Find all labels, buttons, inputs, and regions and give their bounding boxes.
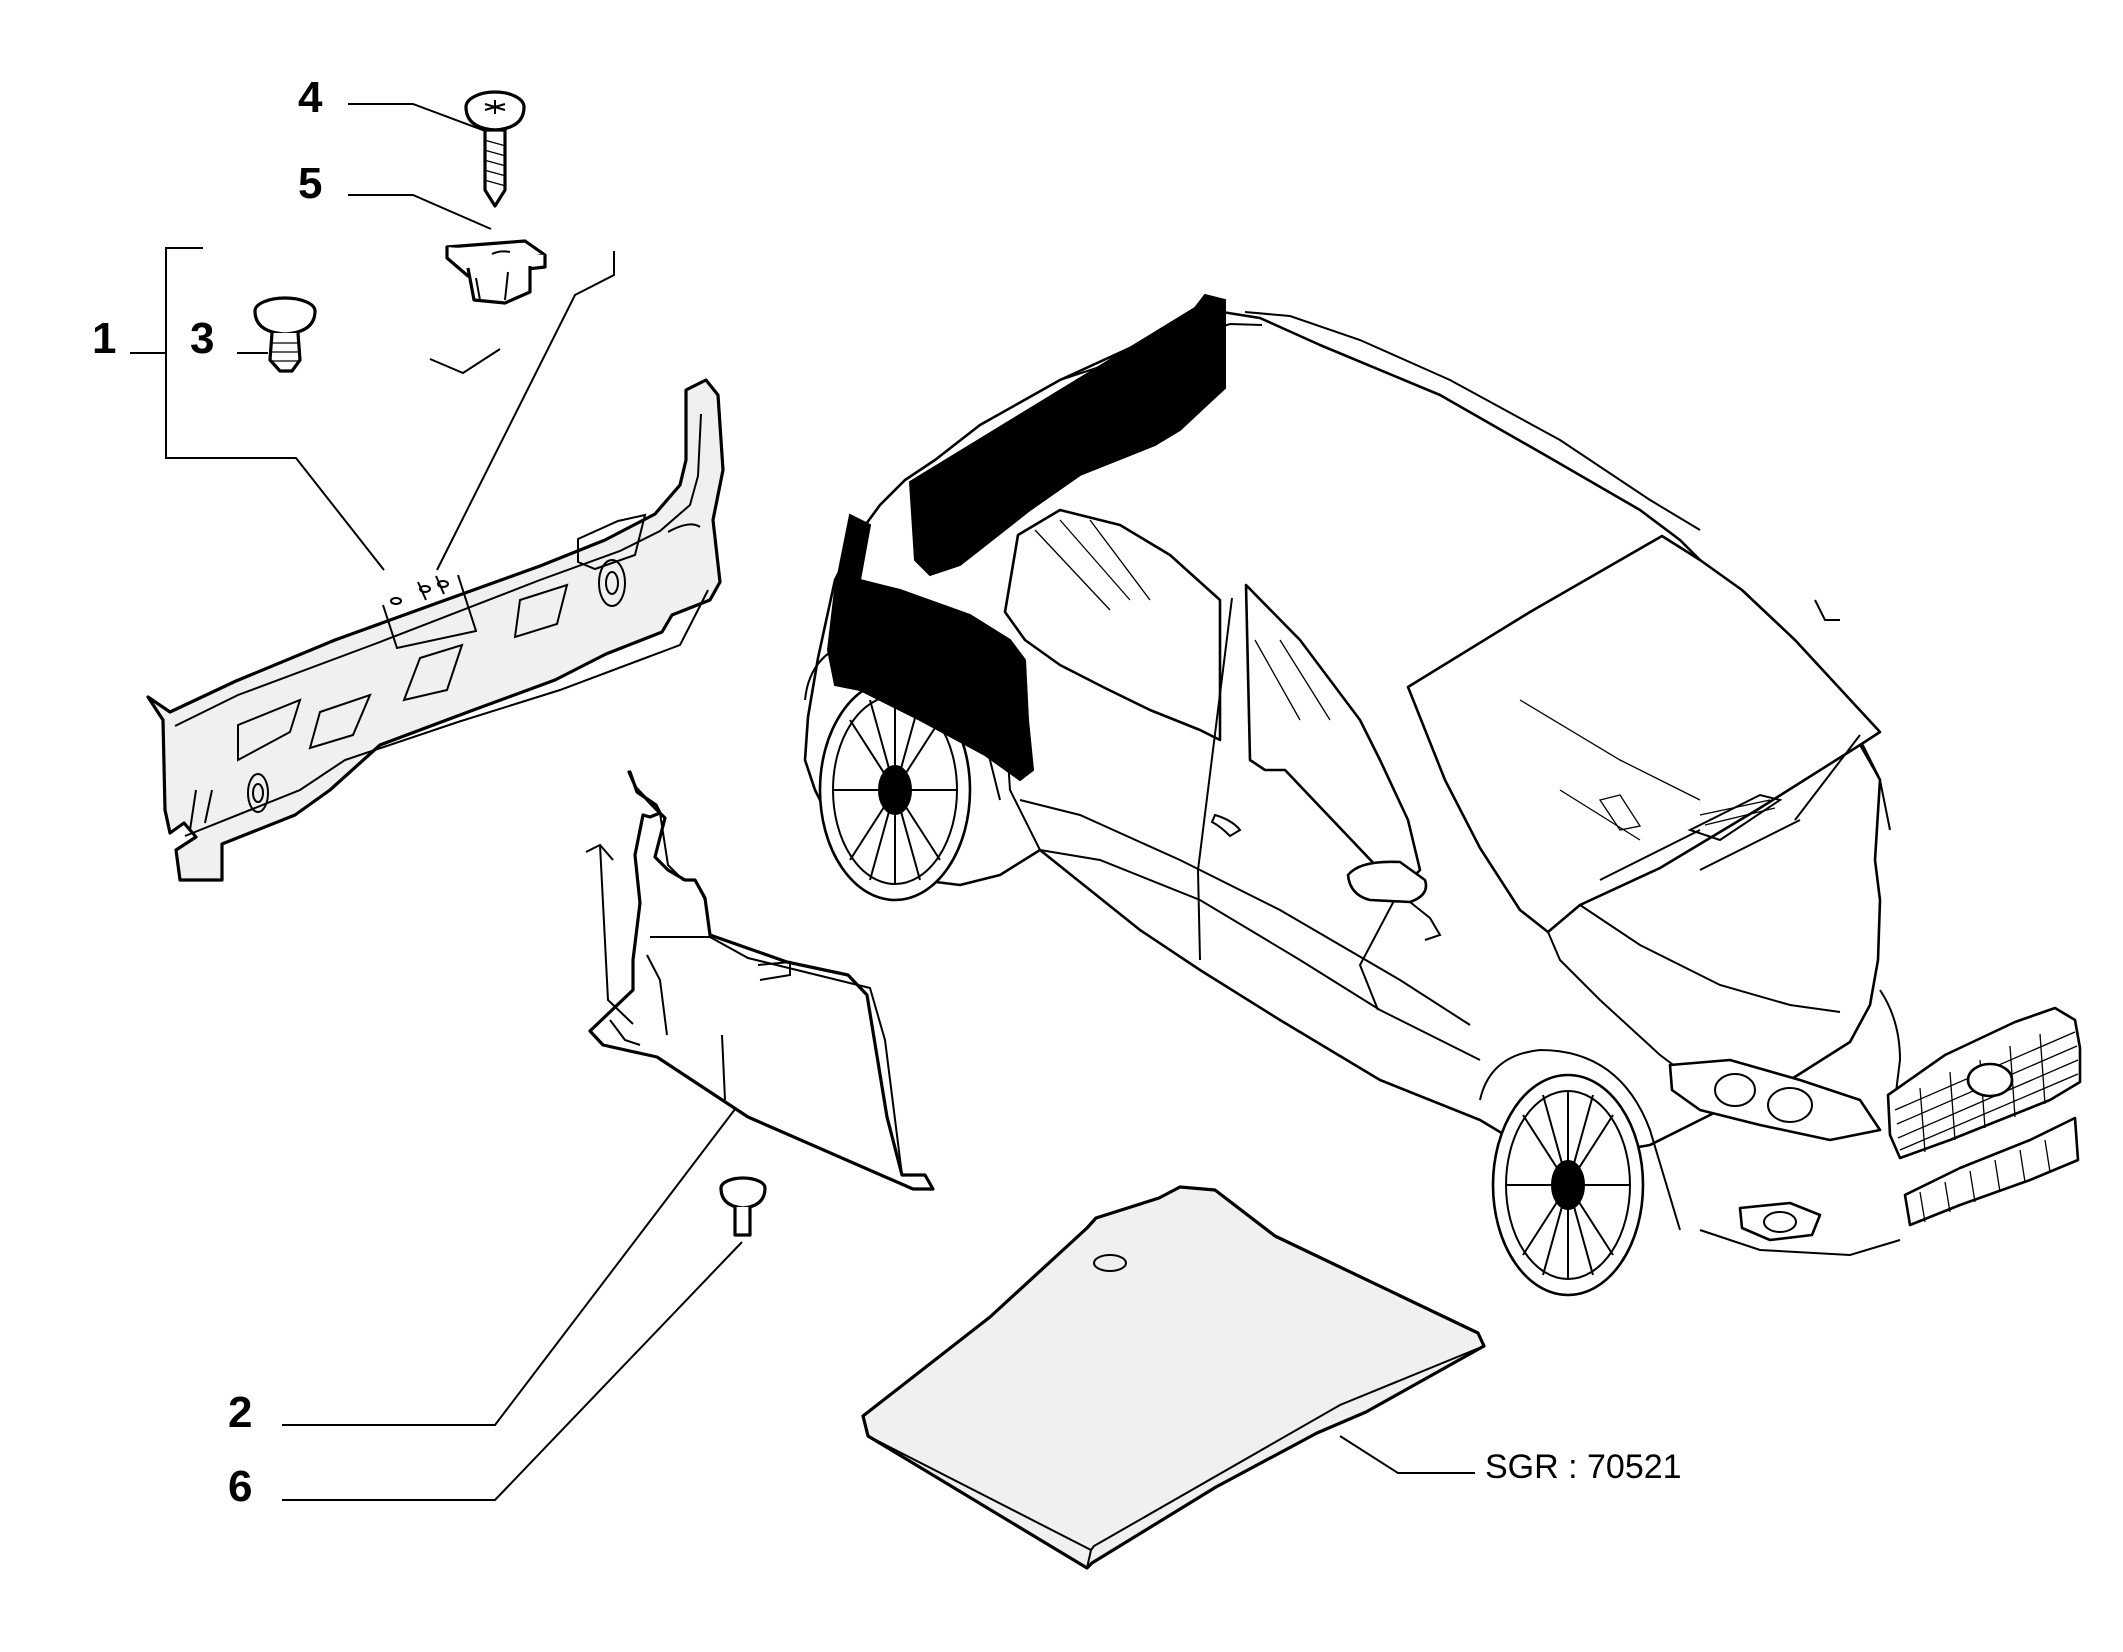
leader-lines bbox=[130, 103, 1475, 1501]
front-side-window bbox=[1244, 583, 1422, 882]
luggage-floor-panel bbox=[861, 1185, 1486, 1570]
clip-part-5 bbox=[445, 239, 547, 305]
reference-code: SGR : 70521 bbox=[1485, 1448, 1682, 1486]
windshield bbox=[1406, 534, 1882, 934]
push-clip-part-3 bbox=[253, 296, 317, 373]
fastener-part-6 bbox=[719, 1176, 767, 1237]
roof-insulation-panel bbox=[908, 293, 1226, 577]
callout-2: 2 bbox=[228, 1388, 252, 1437]
badge bbox=[1966, 1062, 2014, 1098]
screw-part-4 bbox=[464, 90, 526, 208]
rear-side-window bbox=[1003, 508, 1222, 742]
rear-panel-lining-part-1 bbox=[146, 378, 725, 882]
fog-lamp bbox=[1738, 1201, 1822, 1242]
callout-3: 3 bbox=[190, 314, 214, 363]
callout-5: 5 bbox=[298, 159, 322, 208]
car-illustration bbox=[803, 293, 2082, 1297]
side-trim-part-2 bbox=[585, 770, 935, 1191]
callout-4: 4 bbox=[298, 73, 323, 122]
callout-6: 6 bbox=[228, 1462, 252, 1511]
callout-1: 1 bbox=[92, 314, 116, 363]
headlight bbox=[1668, 1058, 1882, 1142]
side-insulation-panel bbox=[826, 513, 1035, 782]
side-mirror bbox=[1346, 860, 1428, 904]
